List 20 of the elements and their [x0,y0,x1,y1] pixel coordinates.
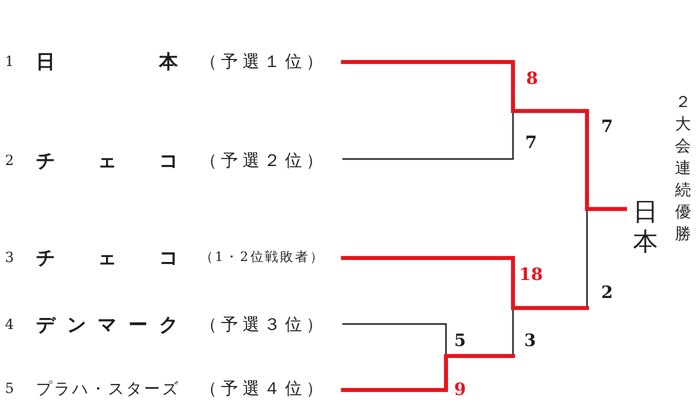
seed-note: （予選４位） [200,378,323,400]
vertical-note: ２大会連続優勝 [675,91,691,245]
team-name: 日本 [36,50,178,74]
entry-number: 5 [5,380,14,398]
seed-note: （予選３位） [200,314,323,336]
seed-note: （予選１位） [200,52,323,72]
team-name: チェコ [36,150,178,172]
team-name: プラハ・スターズ [36,379,178,399]
entry-number: 3 [5,250,14,266]
entry-number: 2 [5,152,14,170]
bracket-line [586,208,588,309]
bracket-line [512,307,514,357]
entry-number: 1 [5,54,14,70]
team-name: デンマーク [36,314,178,336]
seed-note: （予選２位） [200,150,323,172]
team-name: チェコ [36,246,178,270]
bracket-line [342,110,514,160]
team-name: 日本 [633,197,658,257]
bracket-line [342,323,447,357]
entry-number: 4 [5,316,14,334]
